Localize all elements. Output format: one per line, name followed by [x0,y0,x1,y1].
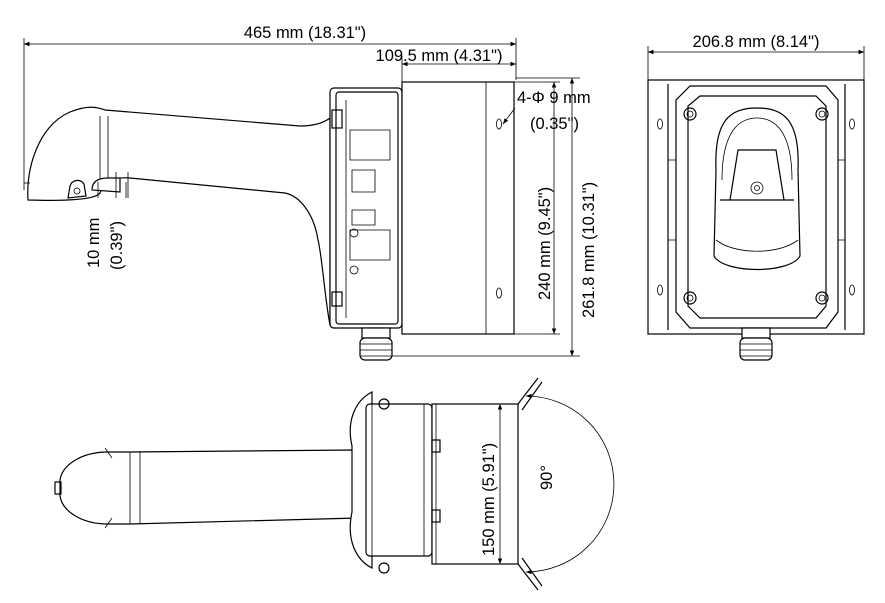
dim-label-plate-depth: 109.5 mm (4.31") [376,47,503,65]
dim-overall-height [392,77,580,357]
dim-label-overall-length: 465 mm (18.31") [244,24,366,42]
arm-top [59,449,359,525]
dim-label-hook-gap-1: 10 mm [85,218,103,268]
dim-label-hook-gap-2: (0.39") [108,221,126,270]
swing-arc [525,393,615,575]
bracket-arm [27,106,331,326]
dim-label-swing-angle: 90° [538,465,556,490]
dim-label-plate-width: 206.8 mm (8.14") [693,33,820,51]
dim-plate-depth [401,56,516,82]
top-view [54,377,615,591]
dim-hook-gap [97,182,127,198]
dim-label-hinge-width: 150 mm (5.91") [480,443,498,556]
dim-plate-width [647,46,865,80]
mounting-plate [401,81,515,335]
mount-hook [67,172,129,199]
dim-overall-length [23,38,517,190]
cable-gland [359,327,393,361]
side-view [24,81,515,361]
dim-label-plate-height: 240 mm (9.45") [536,187,554,300]
front-view [647,79,865,361]
dim-plate-height [514,81,560,335]
dim-label-overall-height: 261.8 mm (10.31") [580,182,598,318]
